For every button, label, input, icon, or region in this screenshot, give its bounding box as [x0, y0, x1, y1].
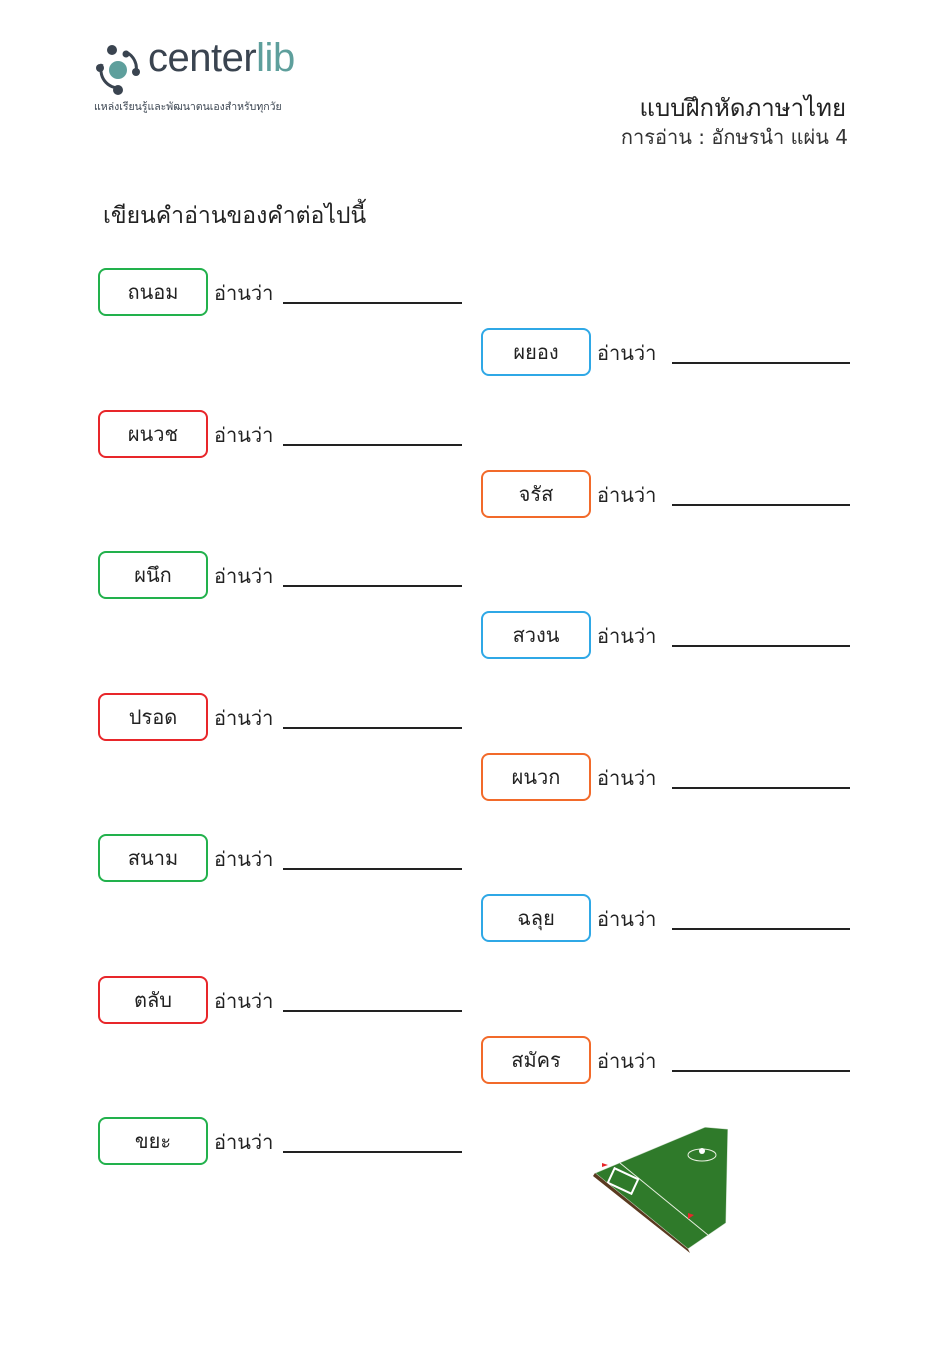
word-box: สมัคร — [481, 1035, 591, 1084]
word-box: ตลับ — [98, 975, 208, 1024]
read-as-label: อ่านว่า — [214, 988, 274, 1013]
word-box: จรัส — [481, 469, 591, 518]
word-box: ปรอด — [98, 692, 208, 741]
worksheet-title: แบบฝึกหัดภาษาไทย — [639, 94, 846, 122]
logo-tagline: แหล่งเรียนรู้และพัฒนาตนเองสำหรับทุกวัย — [94, 101, 282, 113]
word-box: ขยะ — [98, 1117, 208, 1165]
read-as-label: อ่านว่า — [214, 422, 274, 447]
word-box: ถนอม — [98, 268, 208, 316]
answer-line[interactable] — [283, 443, 462, 446]
answer-line[interactable] — [283, 302, 462, 304]
word-box: สวงน — [481, 611, 591, 659]
answer-line[interactable] — [672, 928, 850, 930]
read-as-label: อ่านว่า — [214, 705, 274, 730]
worksheet-subtitle: การอ่าน : อักษรนำ แผ่น 4 — [620, 125, 848, 149]
logo-icon — [96, 45, 140, 95]
answer-line[interactable] — [672, 362, 850, 364]
read-as-label: อ่านว่า — [214, 847, 274, 871]
read-as-label: อ่านว่า — [214, 281, 274, 305]
read-as-label: อ่านว่า — [597, 1048, 657, 1073]
read-as-label: อ่านว่า — [214, 1130, 274, 1154]
answer-line[interactable] — [283, 726, 462, 729]
read-as-label: อ่านว่า — [597, 765, 657, 790]
word-box: ผนวช — [98, 409, 208, 458]
answer-line[interactable] — [672, 503, 850, 506]
answer-line[interactable] — [672, 1069, 850, 1072]
word-box: ผนึก — [98, 551, 208, 599]
word-box: สนาม — [98, 834, 208, 882]
read-as-label: อ่านว่า — [597, 624, 657, 648]
word-box: ผยอง — [481, 328, 591, 376]
football-field-image — [593, 1126, 729, 1253]
read-as-label: อ่านว่า — [597, 482, 657, 507]
answer-line[interactable] — [283, 1151, 462, 1153]
word-box: ฉลุย — [481, 894, 591, 942]
read-as-label: อ่านว่า — [597, 341, 657, 365]
logo-wordmark: centerlib — [148, 36, 295, 80]
word-box: ผนวก — [481, 752, 591, 801]
answer-line[interactable] — [283, 1009, 462, 1012]
answer-line[interactable] — [283, 585, 462, 587]
read-as-label: อ่านว่า — [597, 907, 657, 931]
answer-line[interactable] — [672, 786, 850, 789]
answer-line[interactable] — [672, 645, 850, 647]
read-as-label: อ่านว่า — [214, 564, 274, 588]
instruction: เขียนคำอ่านของคำต่อไปนี้ — [103, 203, 367, 229]
answer-line[interactable] — [283, 868, 462, 870]
centerlib-logo: centerlib แหล่งเรียนรู้และพัฒนาตนเองสำหร… — [92, 36, 295, 113]
